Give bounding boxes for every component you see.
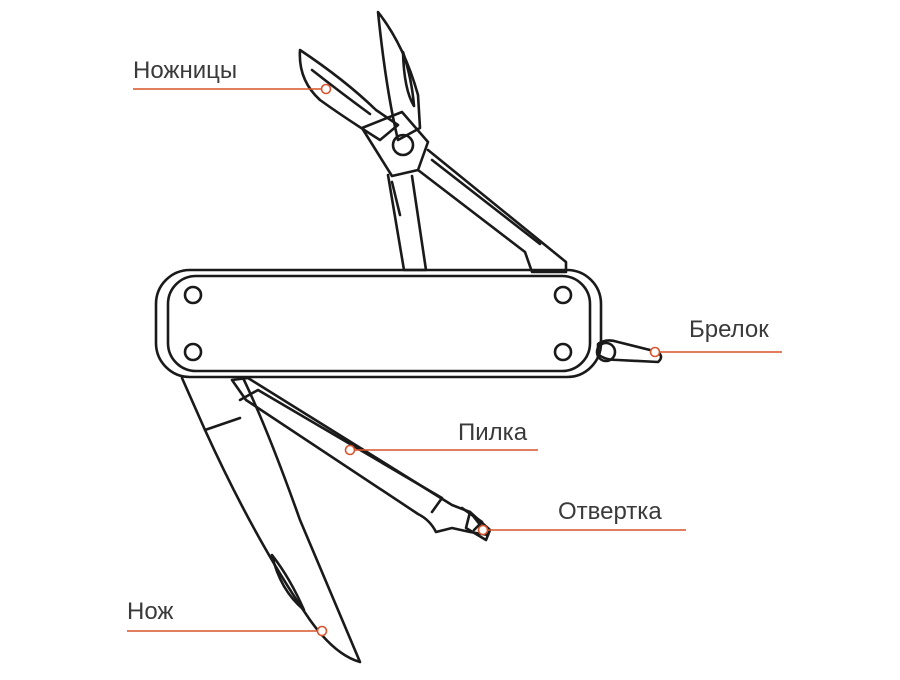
keyring-shackle (596, 339, 663, 364)
body-rivet (553, 285, 573, 305)
label-keyring: Брелок (689, 316, 769, 343)
knife-blade-spine (203, 416, 242, 432)
file-ridge (238, 388, 444, 514)
screwdriver-drawing (464, 510, 492, 542)
leader-marker-knife (316, 625, 328, 637)
scissors-drawing (298, 10, 568, 274)
scissors-blade-tall (376, 10, 422, 142)
screwdriver-tip (464, 510, 492, 542)
leader-marker-keyring (649, 346, 661, 358)
scissors-blade-short-inner (310, 68, 372, 116)
label-knife: Нож (127, 598, 174, 625)
label-scissors: Ножницы (133, 57, 238, 84)
body-rivet (183, 285, 203, 305)
leader-marker-scissors (320, 83, 332, 95)
file-drawing (230, 376, 490, 537)
knife-blade-drawing (180, 376, 362, 664)
label-screwdriver: Отвертка (558, 498, 662, 525)
scissors-lever-arm (416, 148, 568, 274)
knife-body-drawing (154, 268, 603, 379)
scissors-pivot (391, 133, 415, 157)
body-rivet (553, 342, 573, 362)
body-rivet (183, 342, 203, 362)
keyring-loop (595, 341, 617, 363)
scissors-blade-tall-groove (401, 50, 416, 108)
knife-nail-nick (270, 553, 306, 612)
knife-body-outer (154, 268, 603, 379)
file-shaft (230, 376, 490, 537)
knife-body-inner (166, 274, 592, 373)
scissors-lever-arm-edge (430, 158, 542, 246)
label-file: Пилка (458, 419, 528, 446)
scissors-spring (390, 180, 402, 217)
knife-blade (180, 376, 362, 664)
scissors-pivot-plate (360, 110, 430, 178)
keyring-drawing (595, 339, 663, 364)
leader-marker-file (344, 444, 356, 456)
leader-marker-screwdriver (477, 524, 489, 536)
